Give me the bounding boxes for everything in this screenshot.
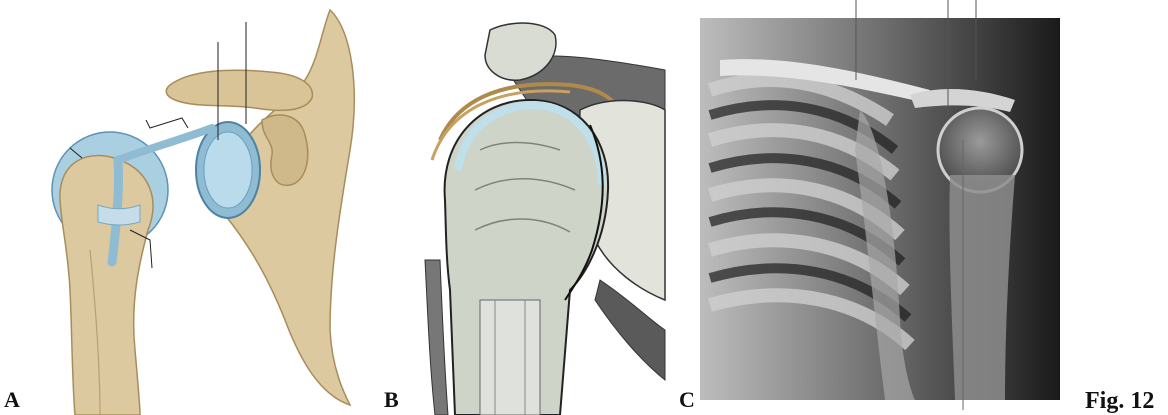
panel-a-illustration: A: [0, 0, 380, 415]
shoulder-xray-image: [680, 0, 1080, 415]
panel-c-xray: C Fig. 12: [680, 0, 1168, 415]
panel-b-section: B: [380, 0, 680, 415]
panel-b-label: B: [384, 389, 399, 411]
shoulder-section-illustration: [380, 0, 680, 415]
panel-c-label: C: [679, 389, 695, 411]
shoulder-bones-illustration: [0, 0, 380, 415]
figure-number: Fig. 12: [1085, 389, 1154, 413]
panel-a-label: A: [4, 389, 20, 411]
